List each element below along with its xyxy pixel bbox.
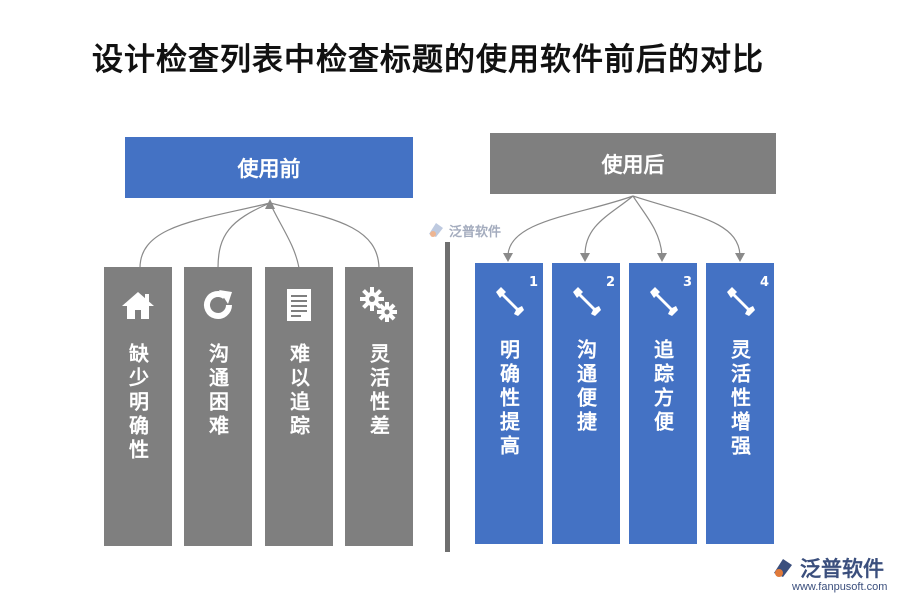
connector-after-2 [584, 195, 634, 256]
after-card-3: 3 追踪方便 [629, 263, 697, 544]
home-icon [120, 285, 156, 325]
connector-before-2 [217, 202, 271, 269]
step-number: 1 [528, 275, 538, 290]
after-card-label: 沟通便捷 [573, 339, 598, 435]
before-card-2: 沟通困难 [184, 267, 252, 546]
watermark-brand: 泛普软件 [449, 224, 502, 240]
before-card-label: 沟通困难 [205, 343, 230, 439]
document-icon [285, 285, 313, 325]
after-card-2: 2 沟通便捷 [552, 263, 620, 544]
divider [445, 242, 450, 552]
watermark-url: www.fanpusoft.com [792, 581, 888, 593]
before-card-label: 灵活性差 [366, 343, 391, 439]
connector-before-1 [139, 202, 271, 269]
watermark-center: 泛普软件 [426, 220, 501, 240]
step-number: 3 [682, 275, 692, 290]
brand-logo-icon [774, 559, 792, 577]
wrench-icon: 2 [569, 275, 615, 321]
arrowhead-after-4 [735, 253, 745, 262]
brand-logo-icon [429, 223, 443, 237]
connector-after-4 [632, 195, 741, 256]
step-number: 2 [605, 275, 615, 290]
arrowhead-after-2 [580, 253, 590, 262]
step-number: 4 [759, 275, 769, 290]
after-header: 使用后 [490, 133, 776, 194]
after-card-label: 追踪方便 [650, 339, 675, 435]
wrench-icon: 4 [723, 275, 769, 321]
arrowhead-after-3 [657, 253, 667, 262]
wrench-icon: 1 [492, 275, 538, 321]
before-card-label: 难以追踪 [286, 343, 311, 439]
connector-after-3 [632, 195, 663, 256]
wrench-icon: 3 [646, 275, 692, 321]
connector-after-1 [507, 195, 634, 256]
before-card-4: 灵活性差 [345, 267, 413, 546]
connector-before-3 [269, 202, 300, 269]
before-card-3: 难以追踪 [265, 267, 333, 546]
before-header: 使用前 [125, 137, 413, 198]
before-card-label: 缺少明确性 [125, 343, 150, 463]
connector-before-4 [269, 202, 380, 269]
after-card-label: 明确性提高 [496, 339, 521, 459]
arrowhead-after-1 [503, 253, 513, 262]
connector-before-arrow [265, 199, 275, 209]
before-card-1: 缺少明确性 [104, 267, 172, 546]
after-card-1: 1 明确性提高 [475, 263, 543, 544]
after-card-label: 灵活性增强 [727, 339, 752, 459]
refresh-icon [200, 285, 236, 325]
gears-icon [359, 285, 399, 325]
watermark-corner: 泛普软件 www.fanpusoft.com [770, 553, 887, 593]
after-card-4: 4 灵活性增强 [706, 263, 774, 544]
page-title: 设计检查列表中检查标题的使用软件前后的对比 [92, 42, 764, 78]
watermark-brand: 泛普软件 [800, 557, 884, 581]
